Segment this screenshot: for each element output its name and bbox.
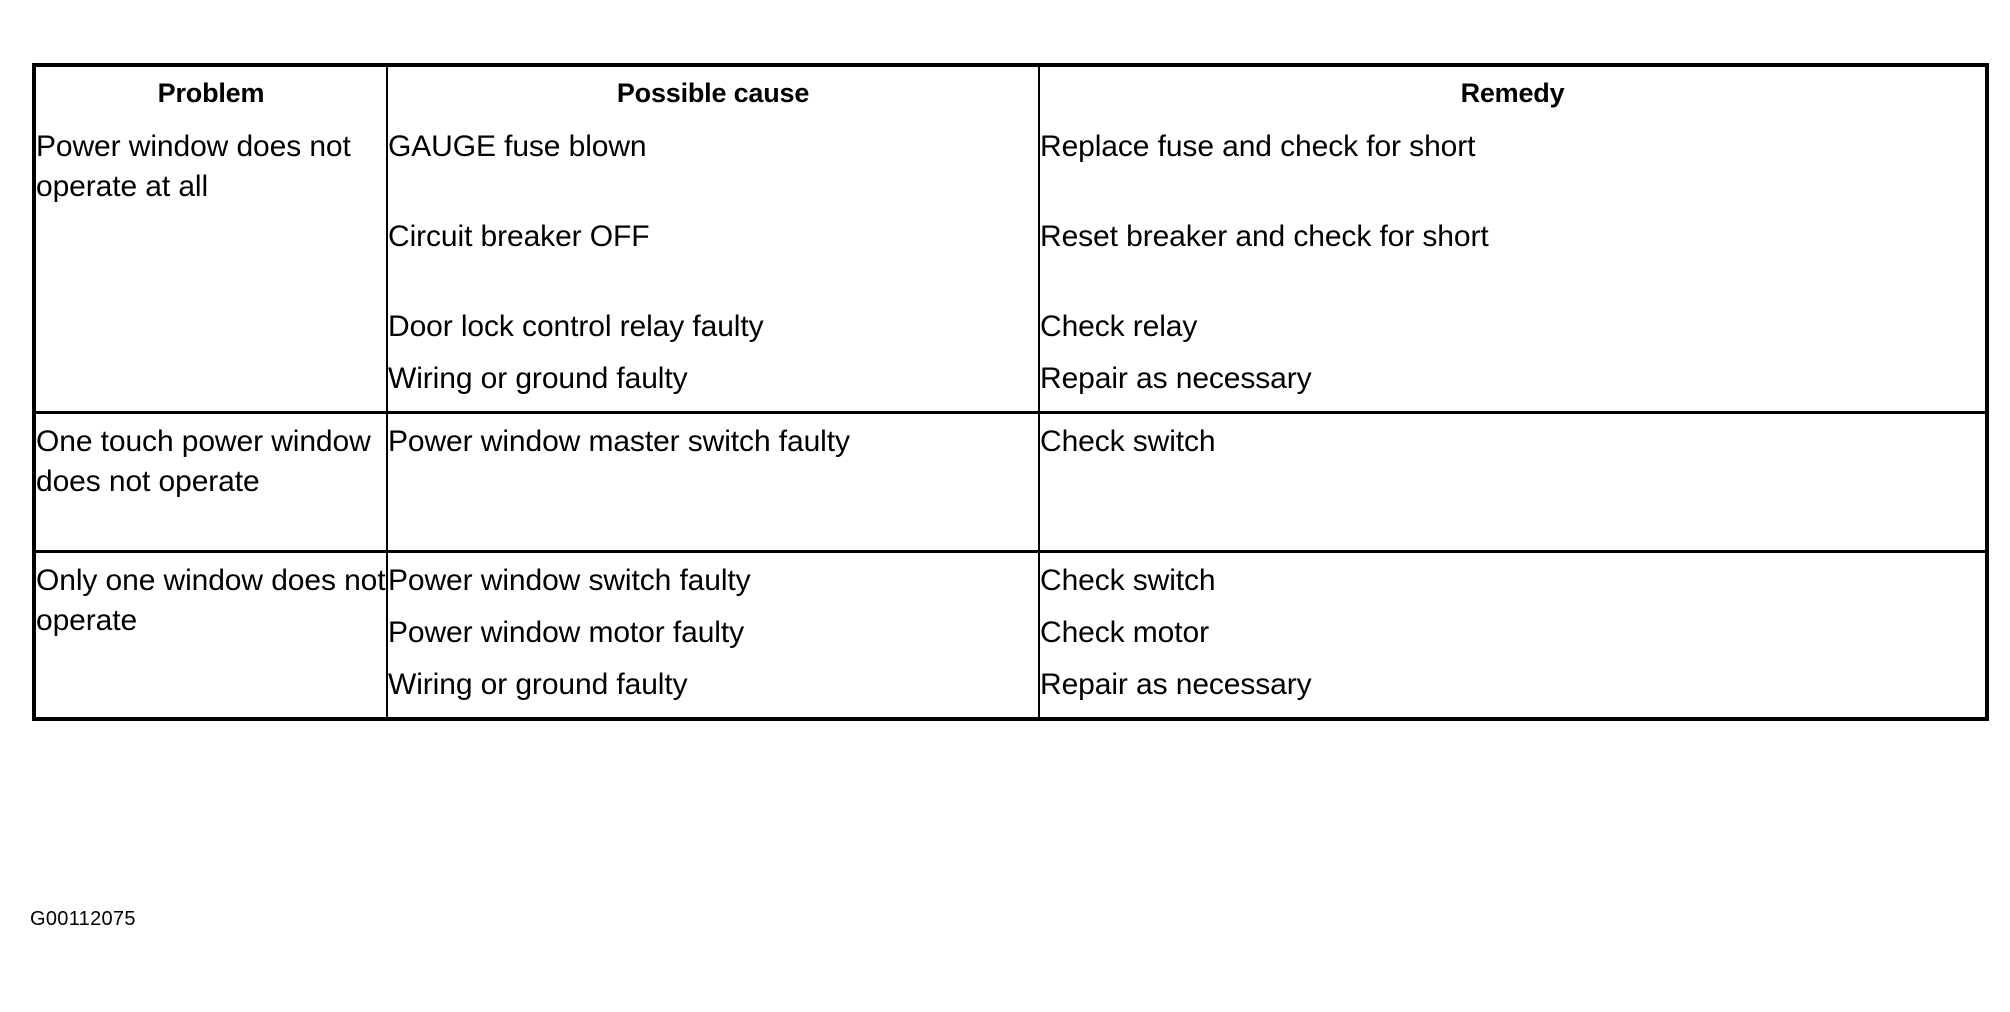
remedy-item: Reset breaker and check for short xyxy=(1040,220,1489,253)
remedy-item: Check motor xyxy=(1040,616,1209,649)
remedy-item: Repair as necessary xyxy=(1040,362,1312,395)
remedy-item: Repair as necessary xyxy=(1040,668,1312,701)
table-body: Power window does not operate at all GAUG… xyxy=(34,119,1987,719)
cause-item: GAUGE fuse blown xyxy=(388,130,647,163)
cause-item: Circuit breaker OFF xyxy=(388,220,650,253)
column-header-possible-cause: Possible cause xyxy=(386,65,1039,119)
remedy-item: Replace fuse and check for short xyxy=(1040,130,1476,163)
cell-problem: One touch power window does not operate xyxy=(34,411,387,552)
problem-text: One touch power window does not operate xyxy=(36,425,371,498)
remedy-item: Check switch xyxy=(1040,564,1216,597)
table-header: Problem Possible cause Remedy xyxy=(34,65,1987,119)
cause-item: Wiring or ground faulty xyxy=(388,668,688,701)
cause-item: Power window switch faulty xyxy=(388,564,751,597)
cell-remedy: Check switch xyxy=(1038,411,1987,552)
cause-item: Power window master switch faulty xyxy=(388,425,850,458)
remedy-item: Check switch xyxy=(1040,425,1216,458)
troubleshooting-table: Problem Possible cause Remedy Power wind… xyxy=(32,63,1989,721)
cause-list: Power window master switch faulty xyxy=(388,422,1038,542)
remedy-list: Check switch xyxy=(1040,422,1985,542)
table-row: Power window does not operate at all GAUG… xyxy=(34,119,1987,413)
column-header-problem: Problem xyxy=(157,78,265,108)
cause-item: Door lock control relay faulty xyxy=(388,310,764,343)
cause-item: Wiring or ground faulty xyxy=(388,362,688,395)
troubleshooting-table-container: Problem Possible cause Remedy Power wind… xyxy=(32,63,1989,721)
cell-problem: Power window does not operate at all xyxy=(34,119,387,413)
problem-text: Only one window does not operate xyxy=(36,564,386,637)
remedy-item: Check relay xyxy=(1040,310,1198,343)
cell-problem: Only one window does not operate xyxy=(34,550,387,719)
cause-item: Power window motor faulty xyxy=(388,616,744,649)
figure-code-label: G00112075 xyxy=(30,908,136,930)
cell-possible-cause: Power window master switch faulty xyxy=(386,411,1039,552)
table-row: One touch power window does not operate P… xyxy=(34,411,1987,552)
problem-text: Power window does not operate at all xyxy=(36,130,351,203)
column-header-remedy: Remedy xyxy=(1038,65,1987,119)
header-row: Problem Possible cause Remedy xyxy=(34,65,1987,119)
